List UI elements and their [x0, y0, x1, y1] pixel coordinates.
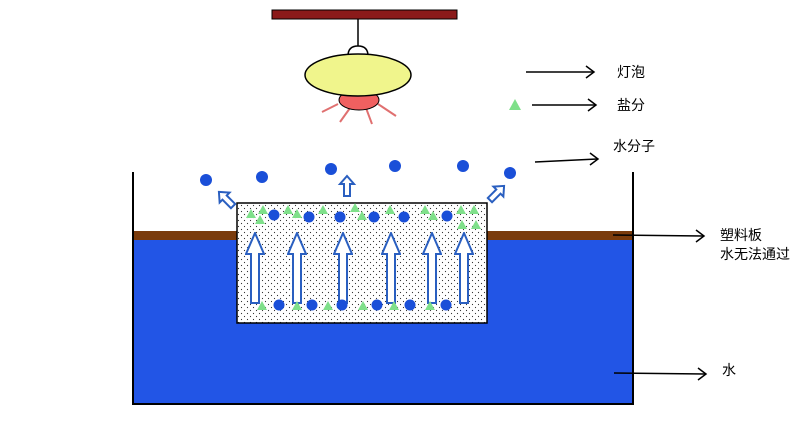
label-salt: 盐分: [617, 98, 645, 114]
legend-salt-icon: [509, 99, 521, 110]
water-molecules-top: [268, 209, 453, 223]
label-plastic-board: 塑料板: [720, 228, 762, 244]
label-water-blocked: 水无法通过: [720, 247, 790, 263]
salt-particles-bottom: [257, 301, 435, 310]
pointer-arrows: [526, 65, 708, 381]
plastic-board-right: [487, 231, 633, 240]
water-molecules-bottom: [273, 299, 452, 311]
ceiling-bar: [271, 9, 458, 20]
light-rays: [321, 103, 397, 125]
lamp-shade: [304, 53, 412, 97]
label-water-molecule: 水分子: [613, 139, 655, 155]
label-water: 水: [722, 363, 736, 379]
plastic-board-left: [133, 231, 238, 240]
label-bulb: 灯泡: [617, 65, 645, 81]
evaporated-molecules: [200, 160, 516, 186]
container: [132, 172, 634, 405]
escape-arrows: [217, 174, 506, 210]
salt-particles-top: [246, 203, 481, 229]
